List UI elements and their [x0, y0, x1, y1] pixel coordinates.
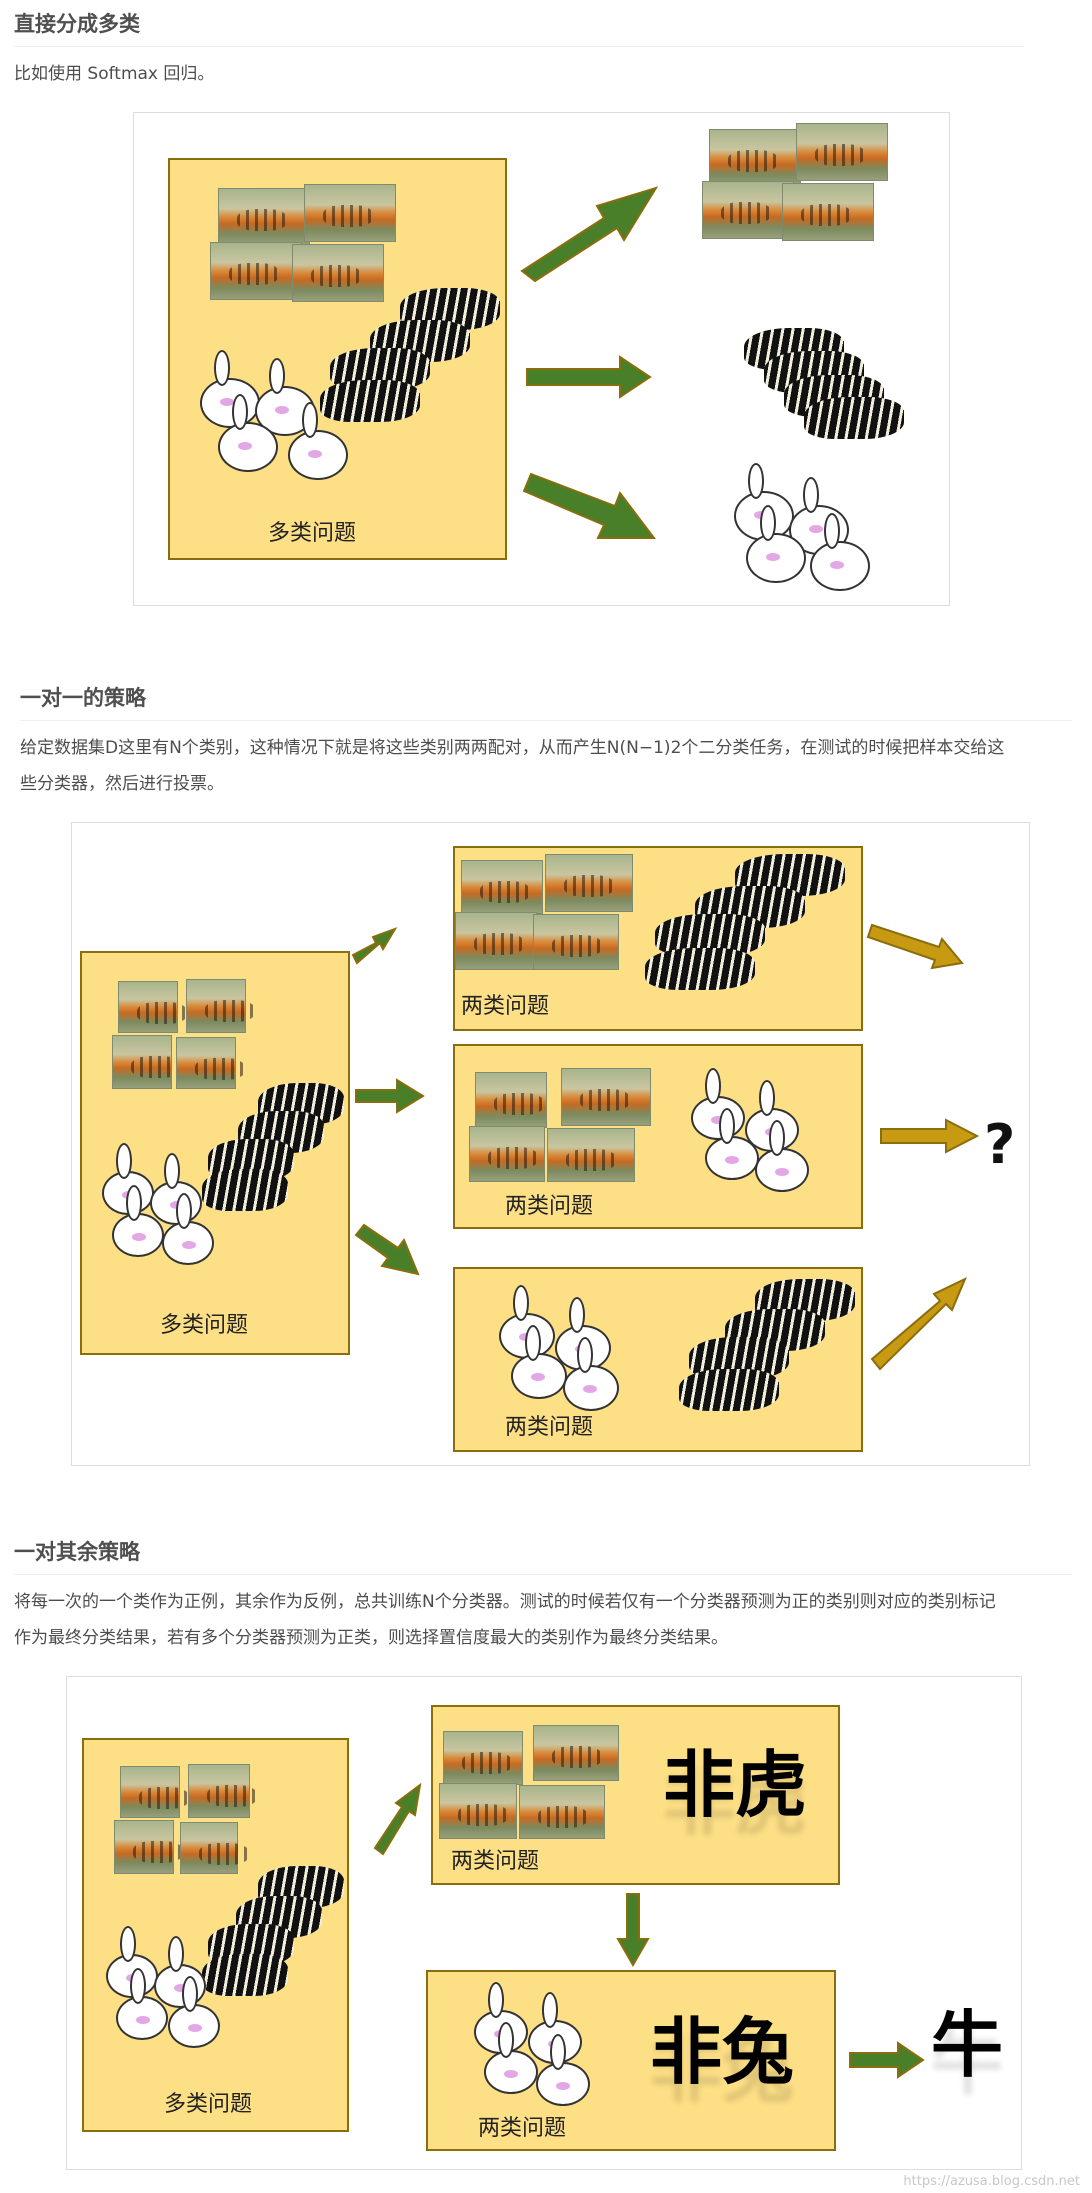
gold-arrow-1	[866, 923, 964, 970]
arrow-up	[520, 186, 659, 283]
section1-text: 比如使用 Softmax 回归。	[14, 64, 215, 84]
pair-label: 两类问题	[478, 2116, 567, 2141]
arrow-right	[526, 355, 652, 399]
tiger-image	[186, 979, 255, 1033]
rabbit-image	[200, 350, 260, 428]
rabbit-image	[691, 1068, 745, 1140]
rabbit-image	[154, 1936, 206, 2008]
tiger-image	[118, 981, 187, 1033]
tiger-image	[469, 1126, 545, 1182]
arrow-to-pair2	[355, 1078, 425, 1114]
cow-image	[202, 1954, 288, 1996]
section2-heading: 一对一的策略	[20, 682, 1072, 721]
tiger-image	[782, 183, 874, 241]
tiger-image	[533, 1725, 619, 1781]
arrow-down	[522, 472, 657, 539]
box-label: 多类问题	[160, 1313, 249, 1338]
pair-label: 两类问题	[451, 1849, 540, 1874]
question-mark: ?	[984, 1113, 1016, 1176]
tiger-image	[533, 914, 619, 970]
pair-box-rabbit-cow: 两类问题	[453, 1267, 863, 1452]
arrow-to-pair1	[351, 927, 398, 965]
tiger-image	[188, 1764, 257, 1818]
cow-image	[679, 1369, 779, 1411]
pair-label: 两类问题	[505, 1415, 594, 1440]
tiger-image	[210, 242, 302, 300]
tiger-image	[292, 244, 384, 302]
tiger-image	[709, 129, 801, 187]
tiger-image	[439, 1783, 517, 1839]
rabbit-vs-rest-box: 非兔 两类问题	[426, 1970, 836, 2151]
tiger-image	[519, 1785, 605, 1839]
arrow-to-pair3	[354, 1223, 420, 1276]
rabbit-image	[536, 2034, 590, 2106]
tiger-image	[702, 181, 794, 239]
figure-one-vs-one: 多类问题 两类问题 两类问题 两类问题 ?	[71, 822, 1030, 1466]
multiclass-box: 多类问题	[82, 1738, 349, 2132]
pair-box-tiger-rabbit: 两类问题	[453, 1044, 863, 1229]
tiger-image	[443, 1731, 523, 1785]
rabbit-image	[162, 1193, 214, 1265]
box-label: 多类问题	[268, 521, 357, 546]
section2-text-line2: 些分类器，然后进行投票。	[20, 774, 224, 794]
pair-label: 两类问题	[461, 994, 550, 1019]
tiger-image	[796, 123, 888, 181]
tiger-image	[561, 1068, 651, 1126]
rabbit-image	[511, 1325, 567, 1399]
rabbit-image	[746, 505, 806, 583]
tiger-vs-rest-box: 非虎 两类问题	[431, 1705, 840, 1885]
tiger-image	[461, 860, 543, 914]
not-tiger-label: 非虎	[663, 1742, 808, 1827]
pair-box-tiger-cow: 两类问题	[453, 846, 863, 1031]
gold-arrow-2	[880, 1118, 980, 1154]
section1-heading: 直接分成多类	[14, 8, 1024, 47]
section3-text-line1: 将每一次的一个类作为正例，其余作为反例，总共训练N个分类器。测试的时候若仅有一个…	[14, 1592, 996, 1612]
rabbit-image	[218, 394, 278, 472]
multiclass-box: 多类问题	[80, 951, 350, 1355]
rabbit-image	[563, 1337, 619, 1411]
rabbit-image	[112, 1185, 164, 1257]
rabbit-image	[288, 402, 348, 480]
rabbit-image	[116, 1968, 168, 2040]
tiger-image	[475, 1072, 547, 1128]
section3-heading: 一对其余策略	[14, 1536, 1072, 1575]
cow-image	[202, 1169, 288, 1211]
pair-label: 两类问题	[505, 1194, 594, 1219]
cow-image	[645, 948, 755, 990]
cow-image	[804, 397, 904, 439]
arrow-down-between-boxes	[616, 1893, 650, 1968]
tiger-image	[545, 854, 633, 912]
not-rabbit-label: 非兔	[650, 2009, 795, 2094]
result-cow-label: 牛	[931, 2002, 1004, 2087]
tiger-image	[120, 1766, 189, 1818]
tiger-image	[114, 1820, 183, 1874]
cow-image	[320, 380, 420, 422]
tiger-image	[176, 1037, 245, 1089]
rabbit-image	[755, 1120, 809, 1192]
rabbit-image	[810, 513, 870, 591]
gold-arrow-3	[870, 1276, 967, 1371]
arrow-to-tiger-box	[373, 1782, 422, 1856]
figure-direct-multiclass: 多类问题	[133, 112, 950, 606]
rabbit-image	[789, 477, 849, 555]
section2-text-line1: 给定数据集D这里有N个类别，这种情况下就是将这些类别两两配对，从而产生N(N−1…	[20, 738, 1005, 758]
tiger-image	[180, 1822, 249, 1874]
watermark: https://azusa.blog.csdn.net	[903, 2174, 1080, 2189]
rabbit-image	[705, 1108, 759, 1180]
section3-text-line2: 作为最终分类结果，若有多个分类器预测为正类，则选择置信度最大的类别作为最终分类结…	[14, 1628, 728, 1648]
tiger-image	[304, 184, 396, 242]
tiger-image	[218, 188, 310, 246]
rabbit-image	[168, 1976, 220, 2048]
rabbit-image	[484, 2022, 538, 2094]
tiger-image	[455, 912, 537, 970]
tiger-image	[547, 1128, 635, 1182]
figure-one-vs-rest: 多类问题 非虎 两类问题 非兔 两类问题 牛	[66, 1676, 1022, 2170]
tiger-image	[112, 1035, 181, 1089]
box-label: 多类问题	[164, 2092, 253, 2117]
arrow-to-result	[849, 2041, 925, 2079]
multiclass-box: 多类问题	[168, 158, 507, 560]
